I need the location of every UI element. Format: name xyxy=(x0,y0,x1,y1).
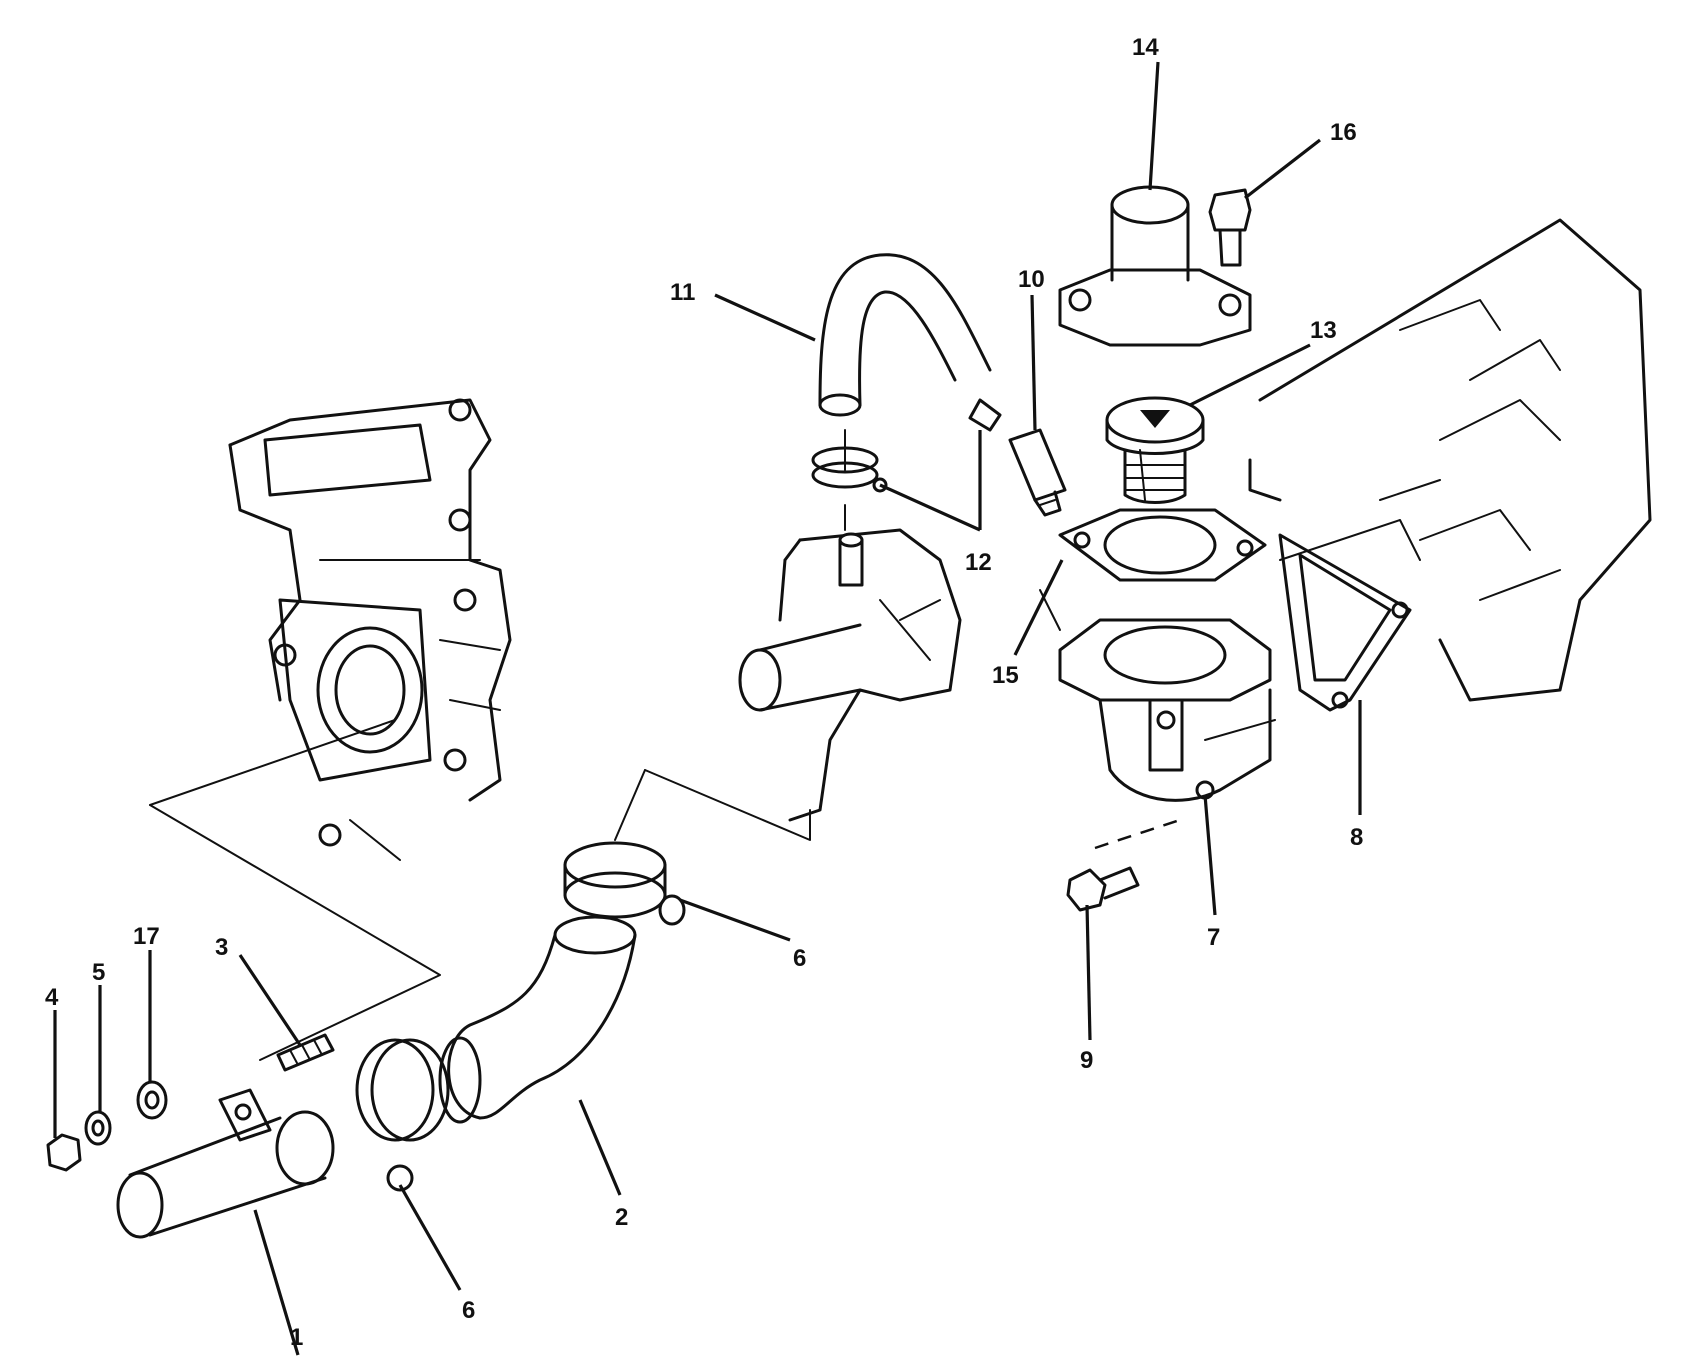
hose-clamp-upper xyxy=(563,841,686,926)
intake-gasket xyxy=(1278,533,1412,712)
thermostat-housing-cover xyxy=(1058,185,1252,347)
callout-leaders xyxy=(53,61,1362,1356)
hose-clamp-small xyxy=(811,398,1002,493)
callout-2: 2 xyxy=(615,1204,628,1231)
callout-1: 1 xyxy=(290,1324,303,1351)
callout-labels: 1 2 3 4 5 17 6 6 7 8 9 10 11 12 13 14 15… xyxy=(45,34,1363,1351)
radiator-hose xyxy=(438,915,637,1124)
callout-7: 7 xyxy=(1207,924,1220,951)
bypass-hose xyxy=(818,253,992,417)
callout-6-lower: 6 xyxy=(462,1297,475,1324)
thermostat-housing xyxy=(1058,618,1272,802)
intake-manifold-outline xyxy=(1248,218,1652,702)
callout-14: 14 xyxy=(1132,34,1159,61)
water-pump-outline xyxy=(738,528,962,822)
temperature-sender xyxy=(1008,428,1067,517)
callout-16: 16 xyxy=(1330,119,1357,146)
callout-12: 12 xyxy=(965,549,992,576)
callout-5: 5 xyxy=(92,959,105,986)
bolt-16 xyxy=(1208,188,1252,267)
thermostat-gasket xyxy=(1058,508,1267,582)
callout-11: 11 xyxy=(670,279,695,306)
callout-17: 17 xyxy=(133,923,160,950)
callout-10: 10 xyxy=(1018,266,1045,293)
water-outlet-pipe xyxy=(116,1088,335,1239)
callout-15: 15 xyxy=(992,662,1019,689)
callout-3: 3 xyxy=(215,934,228,961)
hose-clamp-lower xyxy=(355,1038,450,1192)
callout-4: 4 xyxy=(45,984,59,1011)
bolt-9 xyxy=(1066,866,1140,912)
stud xyxy=(276,1033,335,1072)
engine-block-outline xyxy=(228,398,512,861)
callout-8: 8 xyxy=(1350,824,1363,851)
callout-6-upper: 6 xyxy=(793,945,806,972)
nut xyxy=(46,1133,82,1172)
thermostat xyxy=(1105,396,1205,504)
callout-9: 9 xyxy=(1080,1047,1093,1074)
callout-13: 13 xyxy=(1310,317,1337,344)
lock-washer xyxy=(84,1110,112,1146)
flat-washer xyxy=(136,1080,168,1120)
